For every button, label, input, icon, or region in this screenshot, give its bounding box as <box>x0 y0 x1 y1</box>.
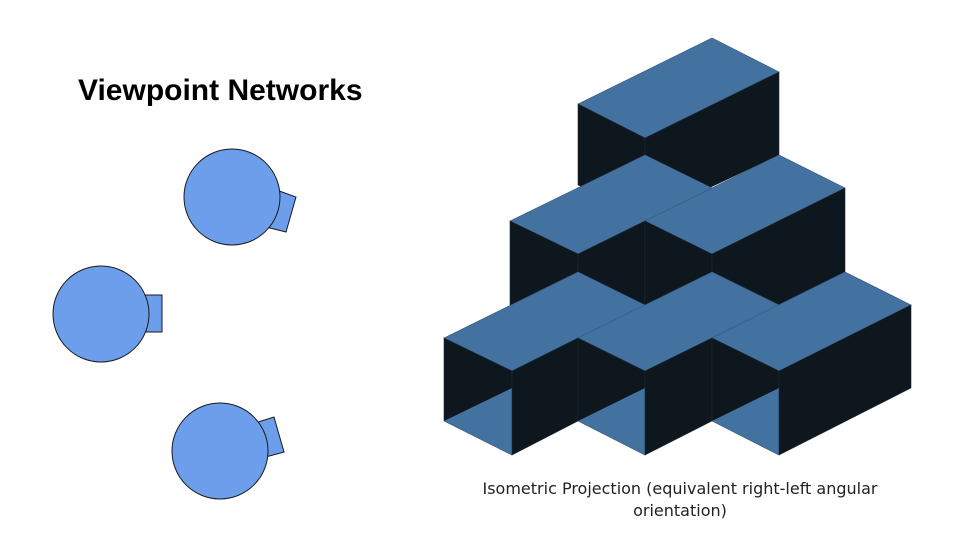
viewpoint-camera-middle <box>52 265 163 363</box>
diagram-caption: Isometric Projection (equivalent right-l… <box>482 479 878 520</box>
cube-bottom-middle <box>577 271 780 456</box>
isometric-cube-stack <box>443 37 912 456</box>
slide-title: Viewpoint Networks <box>78 74 363 107</box>
viewpoint-camera-top <box>183 148 297 246</box>
camera-eye-icon <box>171 402 269 500</box>
cube-bottom-right <box>711 271 912 456</box>
camera-eye-icon <box>183 148 281 246</box>
cube-bottom-left <box>443 271 646 456</box>
camera-eye-icon <box>52 265 150 363</box>
viewpoint-camera-bottom <box>171 402 285 500</box>
